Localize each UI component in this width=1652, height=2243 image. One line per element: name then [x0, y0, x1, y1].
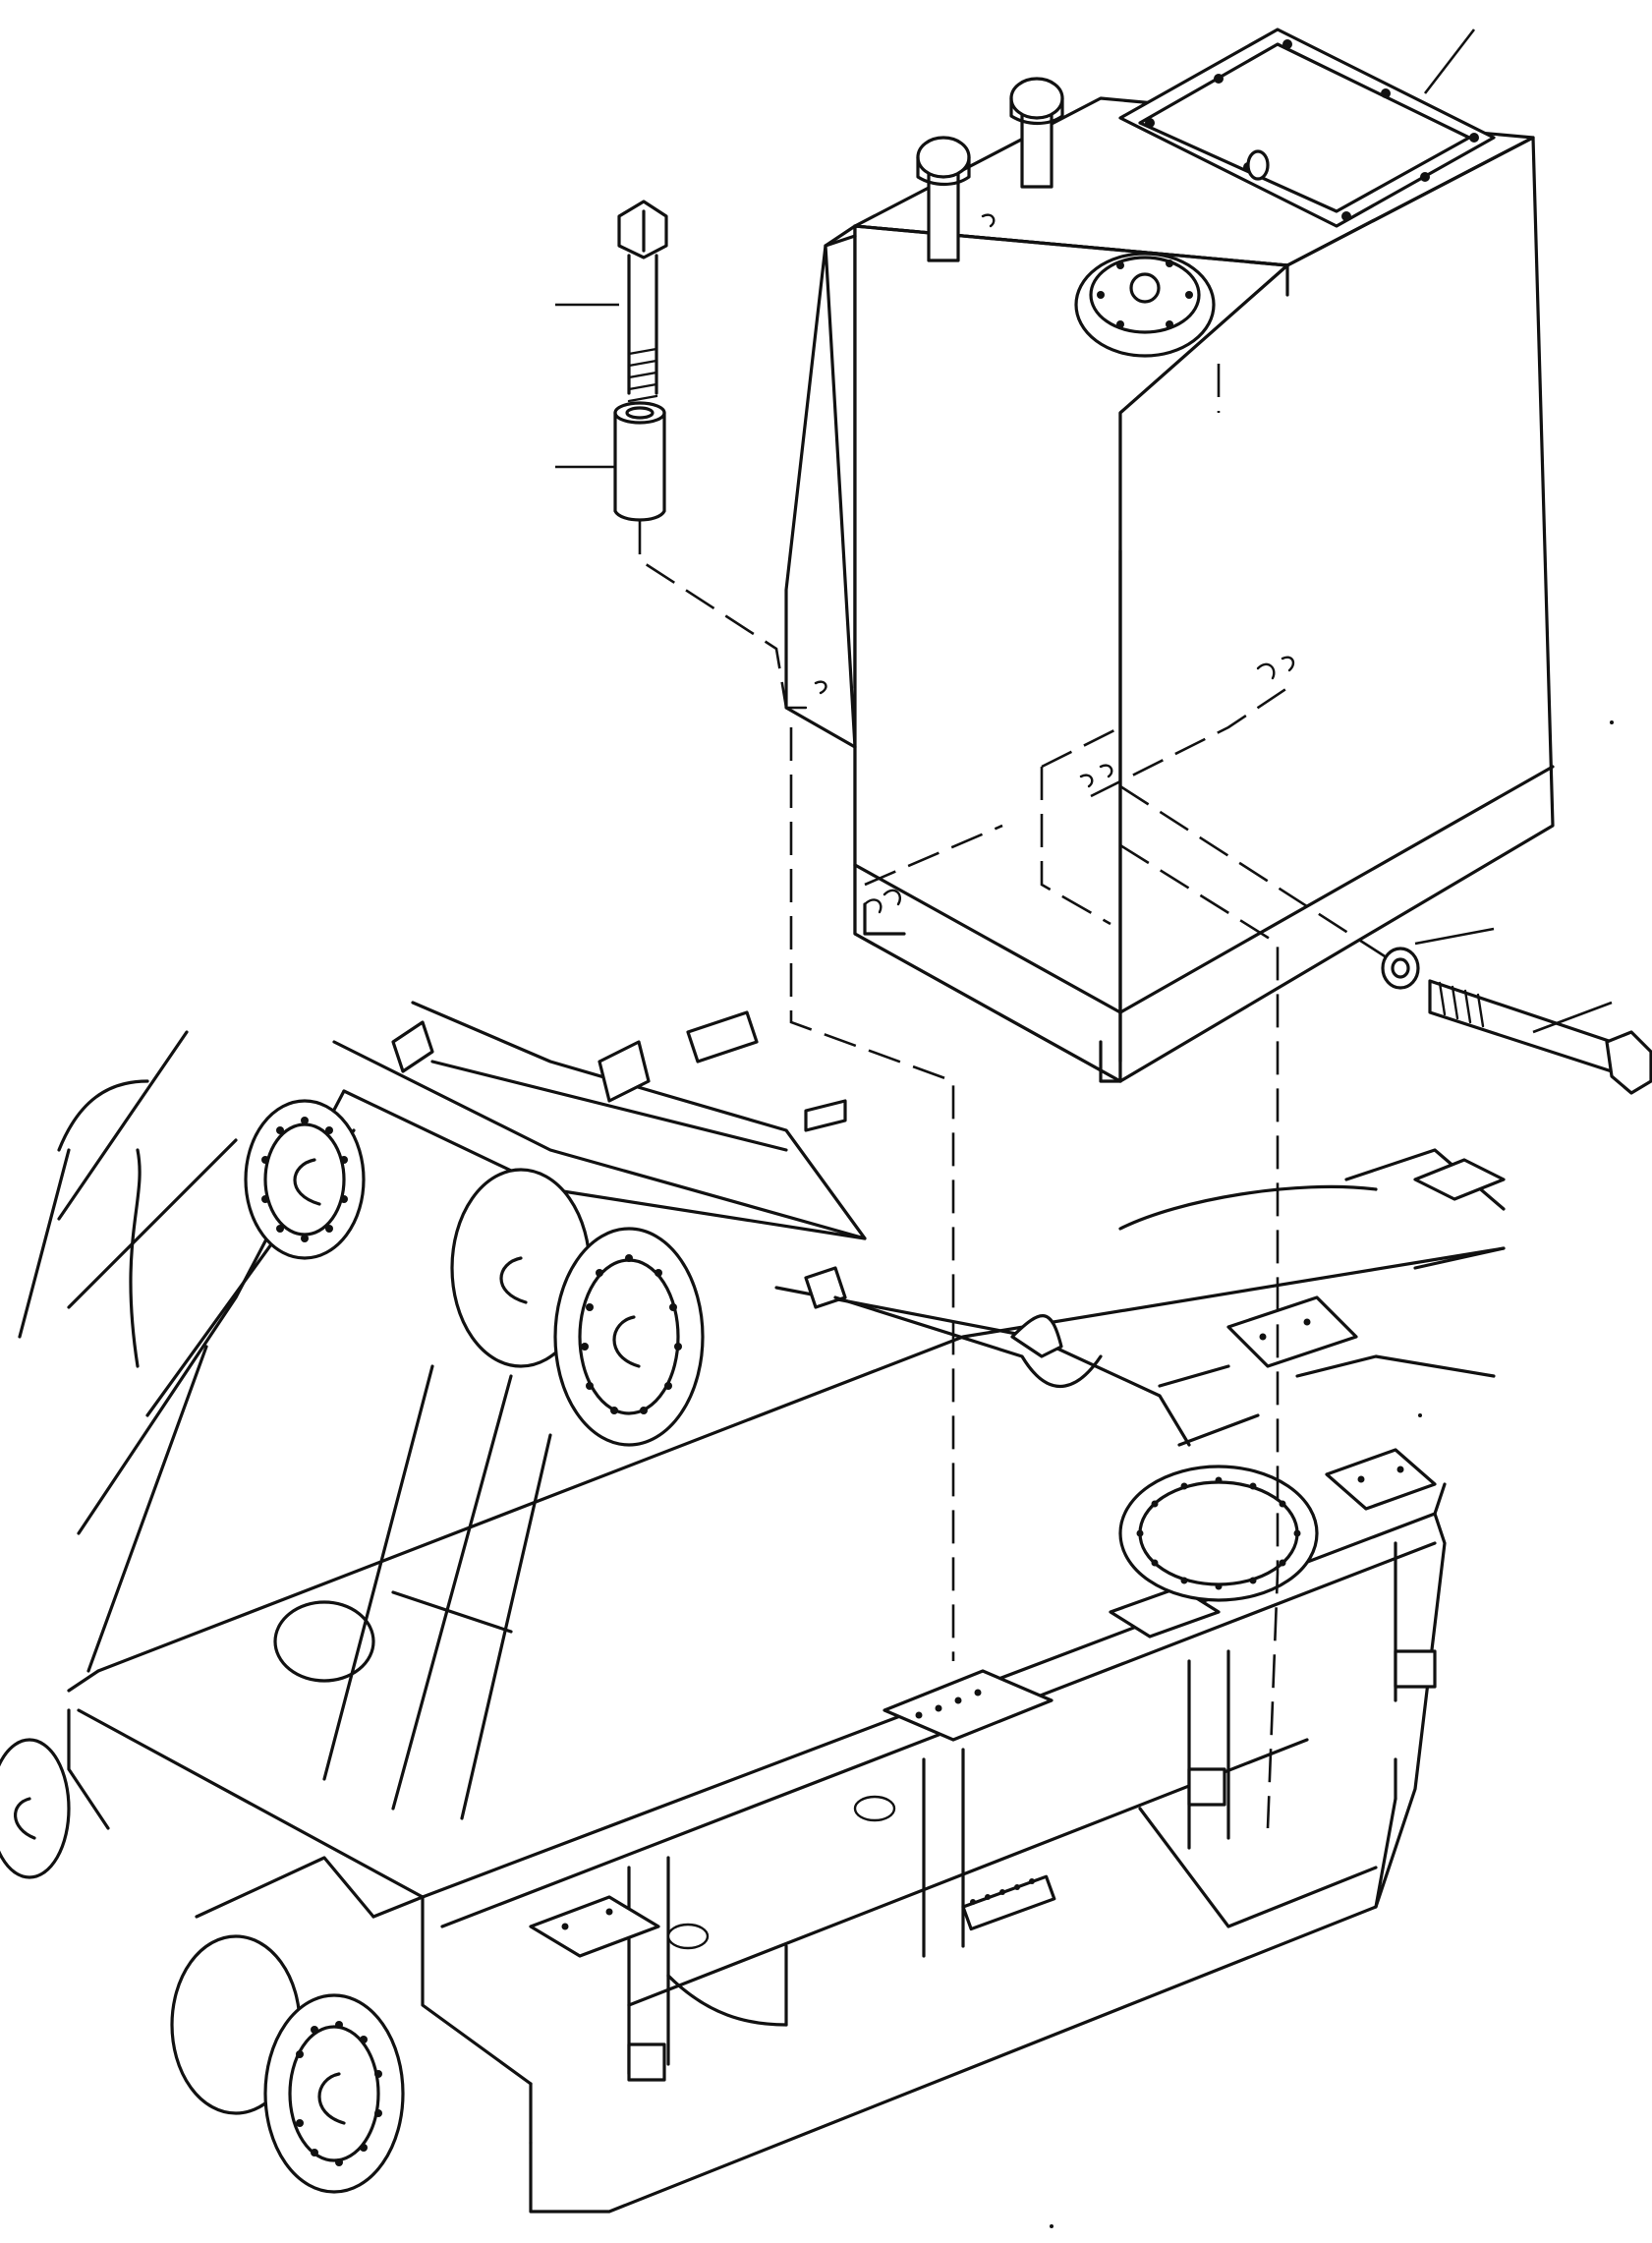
spacer-collar	[613, 401, 666, 522]
stray-mark	[1050, 2224, 1054, 2228]
breather	[916, 77, 1064, 262]
bolt-vertical	[617, 200, 668, 403]
boom-bracket	[0, 1001, 867, 2194]
callout-leaders	[555, 29, 1613, 1034]
revolving-frame	[67, 1148, 1506, 2214]
filler-cap	[1074, 252, 1216, 358]
tank-cover-plate	[1118, 28, 1496, 228]
bolt-horizontal	[1428, 979, 1652, 1095]
hydraulic-tank	[784, 96, 1555, 1083]
assembly-lines	[638, 364, 1396, 1829]
stray-mark	[1610, 720, 1614, 724]
washer	[1381, 947, 1420, 990]
hub-bolt-holes	[261, 1117, 1404, 2166]
stray-mark	[1418, 1413, 1422, 1417]
